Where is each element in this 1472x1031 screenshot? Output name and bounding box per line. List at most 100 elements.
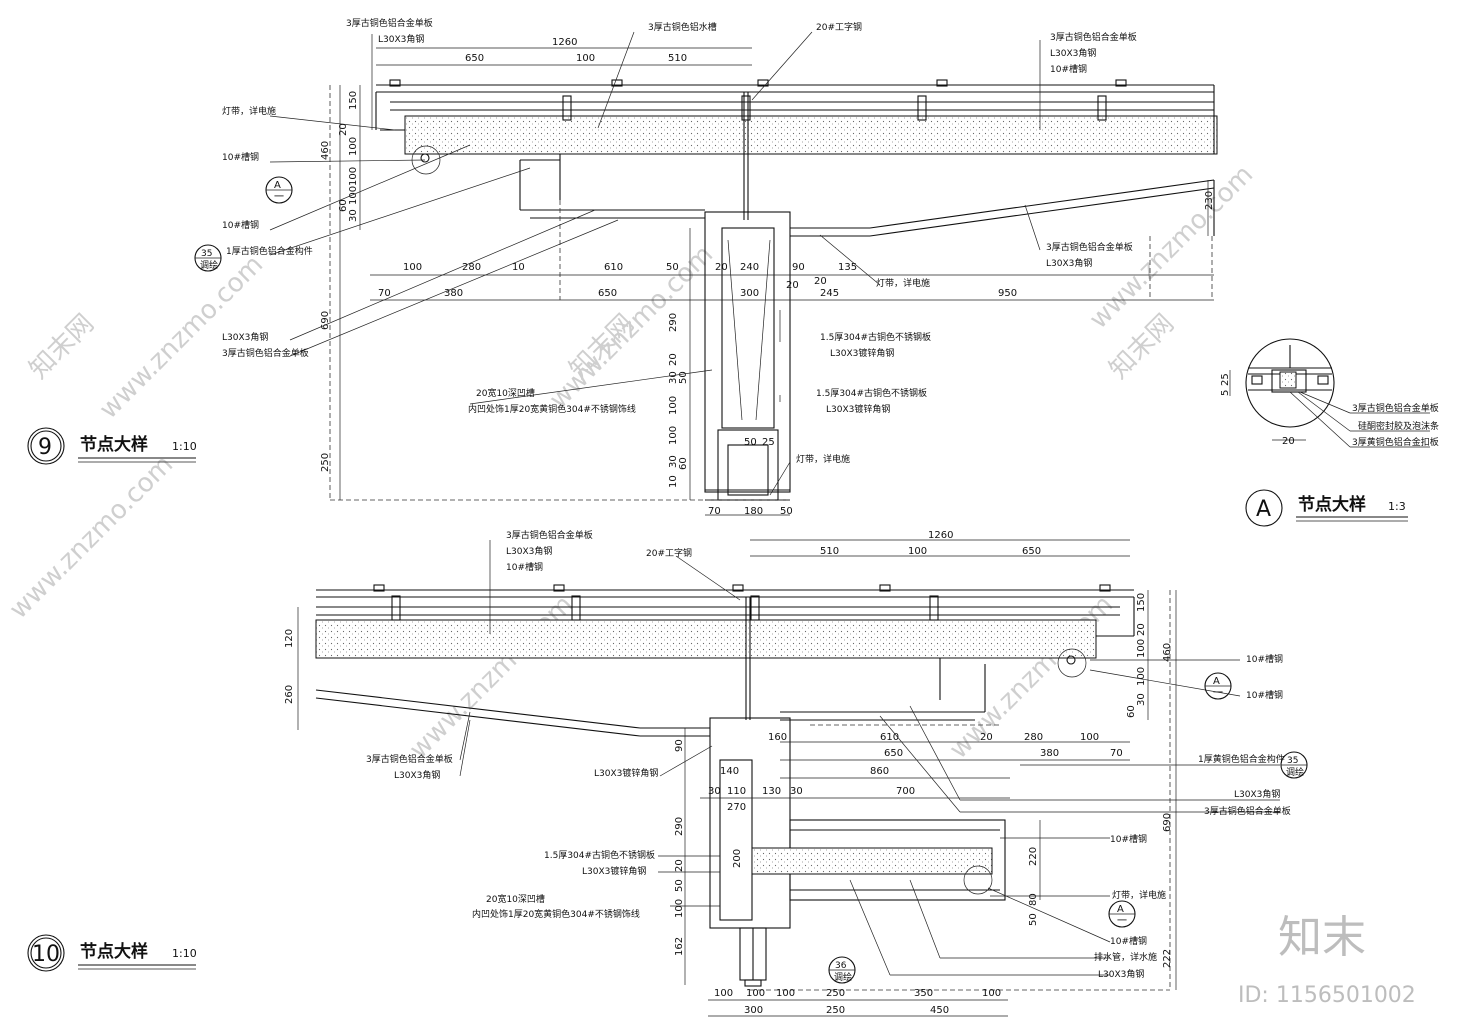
dim-label: 220	[1028, 847, 1039, 866]
detail-title: 节点大样	[80, 941, 148, 962]
dim-label: 200	[732, 849, 743, 868]
dim-label: 450	[930, 1005, 949, 1016]
dim-label: 70	[708, 506, 721, 517]
dim-label: 100	[348, 167, 359, 186]
dim-label: 50	[780, 506, 793, 517]
dim-label: 510	[820, 546, 839, 557]
callout-label: 3厚古铜色铝合金单板	[1050, 31, 1137, 43]
dim-label: 610	[604, 262, 623, 273]
detail-9-title: 9 节点大样 1:10	[27, 427, 197, 465]
marker-letter: A	[274, 180, 281, 191]
detail-9-labels: 3厚古铜色铝合金单板 L30X3角钢 3厚古铜色铝水槽 20#工字钢 3厚古铜色…	[222, 17, 1137, 465]
detail-title: 节点大样	[1298, 494, 1366, 515]
dim-label: 100	[908, 546, 927, 557]
watermark-site: www.znzmo.com	[404, 590, 579, 765]
callout-label: 1.5厚304#古铜色不锈钢板	[544, 849, 655, 861]
dim-label: 280	[1024, 732, 1043, 743]
dim-label: 30	[348, 209, 359, 222]
detail-9-dimensions: 1260 650 100 510 150 460 20 100 100 100 …	[320, 37, 1215, 517]
callout-label: 排水管，详水施	[1094, 951, 1157, 963]
dim-label: 240	[740, 262, 759, 273]
dim-label: 50	[674, 879, 685, 892]
dim-label: 100	[576, 53, 595, 64]
dim-label: 30	[1136, 693, 1147, 706]
detail-10-geometry	[315, 584, 1171, 991]
dim-label: 100	[674, 899, 685, 918]
detail-scale: 1:10	[172, 947, 197, 960]
callout-label: 10#槽钢	[1110, 935, 1147, 947]
dim-label: 250	[320, 453, 331, 472]
dim-label: 1260	[552, 37, 577, 48]
callout-label: L30X3镀锌角钢	[826, 403, 890, 415]
dim-label: 300	[744, 1005, 763, 1016]
dim-label: 290	[674, 817, 685, 836]
dim-label: 30	[668, 455, 679, 468]
dim-label: 140	[720, 766, 739, 777]
dim-label: 150	[1136, 593, 1147, 612]
dim-label: 70	[1110, 748, 1123, 759]
callout-label: 20宽10深凹槽	[476, 387, 535, 399]
dim-label: 160	[768, 732, 787, 743]
dim-label: 250	[826, 1005, 845, 1016]
dim-label: 20	[1282, 436, 1295, 447]
callout-label: L30X3镀锌角钢	[582, 865, 646, 877]
dim-label: 250	[826, 988, 845, 999]
dim-label: 690	[1162, 813, 1173, 832]
dim-label: 50	[666, 262, 679, 273]
dim-label: 80	[1028, 893, 1039, 906]
dim-label: 650	[598, 288, 617, 299]
dim-label: 700	[896, 786, 915, 797]
dim-label: 380	[1040, 748, 1059, 759]
detail-9-markers: A 一 35 调绘	[194, 176, 293, 272]
dim-label: 950	[998, 288, 1017, 299]
callout-label: 3厚古铜色铝水槽	[648, 21, 717, 33]
marker-sub: 一	[274, 192, 284, 203]
callout-label: 10#槽钢	[1246, 689, 1283, 701]
detail-10-labels: 3厚古铜色铝合金单板 L30X3角钢 10#槽钢 20#工字钢 10#槽钢 10…	[366, 529, 1291, 980]
dim-label: 162	[674, 937, 685, 956]
callout-label: 硅酮密封胶及泡沫条	[1358, 420, 1439, 432]
dim-label: 50	[678, 371, 689, 384]
detail-letter: A	[1256, 497, 1271, 522]
detail-title: 节点大样	[80, 434, 148, 455]
dim-label: 380	[444, 288, 463, 299]
dim-label: 230	[1204, 191, 1215, 210]
callout-label: 内凹处饰1厚20宽黄铜色304#不锈钢饰线	[472, 908, 640, 920]
dim-label: 690	[320, 311, 331, 330]
callout-label: 灯带，详电施	[1112, 889, 1166, 901]
callout-label: L30X3角钢	[506, 545, 552, 557]
dim-label: 280	[462, 262, 481, 273]
dim-label: 90	[792, 262, 805, 273]
callout-label: 10#槽钢	[1050, 63, 1087, 75]
dim-label: 100	[746, 988, 765, 999]
dim-label: 50	[1028, 913, 1039, 926]
dim-label: 70	[378, 288, 391, 299]
watermark-id: ID: 1156501002	[1238, 983, 1416, 1008]
detail-scale: 1:3	[1388, 500, 1406, 513]
dim-label: 100	[348, 137, 359, 156]
dim-label: 20	[715, 262, 728, 273]
dim-label: 180	[744, 506, 763, 517]
dim-label: 150	[348, 91, 359, 110]
callout-label: 1.5厚304#古铜色不锈钢板	[820, 331, 931, 343]
dim-label: 610	[880, 732, 899, 743]
callout-label: L30X3镀锌角钢	[594, 767, 658, 779]
callout-label: 3厚黄铜色铝合金扣板	[1352, 436, 1439, 448]
callout-label: 20#工字钢	[646, 547, 692, 559]
callout-label: L30X3角钢	[1046, 257, 1092, 269]
callout-label: 20宽10深凹槽	[486, 893, 545, 905]
marker-number: 35	[201, 249, 212, 259]
dim-label: 20	[674, 859, 685, 872]
dim-label: 260	[284, 685, 295, 704]
callout-label: L30X3角钢	[1234, 788, 1280, 800]
dim-label: 650	[465, 53, 484, 64]
marker-sub: 调绘	[1286, 766, 1304, 778]
marker-letter: A	[1117, 904, 1124, 915]
dim-label: 100	[776, 988, 795, 999]
dim-label: 90	[674, 739, 685, 752]
dim-label: 20	[668, 353, 679, 366]
watermark-site: www.znzmo.com	[4, 450, 179, 625]
detail-10-leaders	[459, 540, 1280, 976]
dim-label: 60	[678, 457, 689, 470]
detail-9-leaders	[269, 31, 1041, 496]
